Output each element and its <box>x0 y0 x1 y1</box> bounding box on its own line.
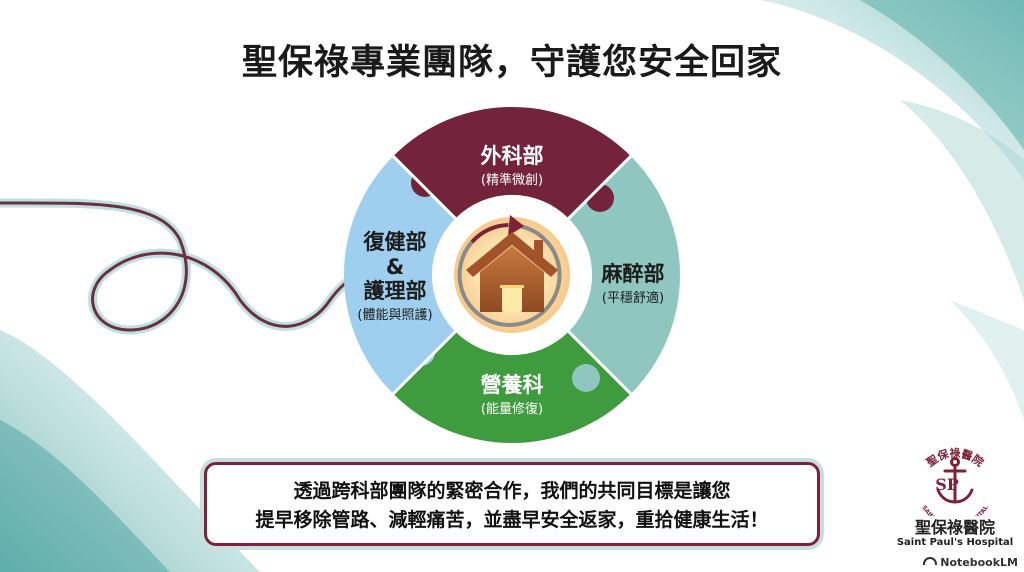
rehab-amp: & <box>385 255 405 279</box>
surgery-sub: (精準微創) <box>480 173 544 188</box>
anesthesia-name: 麻醉部 <box>601 262 665 286</box>
hospital-logo: 聖保祿醫院 SAINT PAUL'S HOSPITAL SP 聖保祿醫院 Sai… <box>890 440 1020 570</box>
tab-surgery-right <box>586 184 614 212</box>
rehab-name: 復健部 <box>363 230 427 254</box>
watermark-icon <box>923 557 938 565</box>
tab-anesthesia <box>572 364 600 392</box>
anesthesia-sub: (平穩舒適) <box>601 291 665 306</box>
segment-surgery <box>393 106 631 219</box>
anchor-icon <box>936 457 974 504</box>
message-box: 透過跨科部團隊的緊密合作，我們的共同目標是讓您 提早移除管路、減輕痛苦，並盡早安… <box>204 462 820 546</box>
segment-label-anesthesia: 麻醉部 (平穩舒適) <box>578 262 688 308</box>
tab-rehab <box>407 338 435 366</box>
logo-chinese-name: 聖保祿醫院 <box>914 518 995 537</box>
segment-label-nutrition: 營養科 (能量修復) <box>452 373 572 419</box>
circular-arrow-icon <box>457 222 562 327</box>
logo-emblem: 聖保祿醫院 SAINT PAUL'S HOSPITAL SP <box>920 446 989 516</box>
watermark-text: NotebookLM <box>940 556 1018 569</box>
rehab-sub: (體能與照護) <box>357 308 433 323</box>
logo-monogram: SP <box>935 475 959 494</box>
house-icon <box>466 232 558 312</box>
notebooklm-watermark: NotebookLM <box>923 556 1018 569</box>
message-line-1: 透過跨科部團隊的緊密合作，我們的共同目標是讓您 <box>293 480 731 502</box>
segment-nutrition <box>393 331 631 444</box>
nursing-name: 護理部 <box>363 279 427 303</box>
message-line-2: 提早移除管路、減輕痛苦，並盡早安全返家，重拾健康生活！ <box>255 509 769 531</box>
nutrition-name: 營養科 <box>480 373 544 397</box>
surgery-name: 外科部 <box>480 144 544 168</box>
nutrition-sub: (能量修復) <box>480 402 544 417</box>
page-title: 聖保祿專業團隊，守護您安全回家 <box>241 43 782 83</box>
segment-label-surgery: 外科部 (精準微創) <box>452 144 572 190</box>
segment-anesthesia <box>568 156 681 394</box>
logo-english-name: Saint Paul's Hospital <box>896 537 1014 548</box>
segment-label-rehab: 復健部 & 護理部 (體能與照護) <box>340 230 450 325</box>
tab-surgery-left <box>411 169 439 197</box>
segment-rehab <box>343 156 456 394</box>
